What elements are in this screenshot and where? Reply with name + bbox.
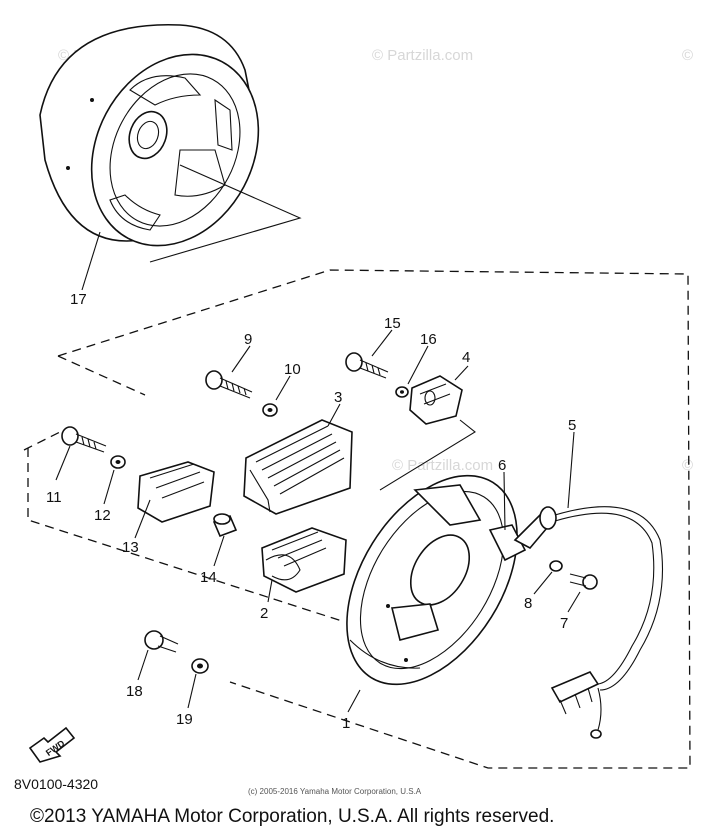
leader-line [371,329,393,357]
callout-3: 3 [334,389,342,406]
assembly-outline [27,269,691,769]
leader-line [407,345,429,385]
washer-12-hole [115,460,121,464]
parts-diagram: © Partzilla.com © Partzilla.com © Partzi… [23,23,693,769]
washer-19-hole [197,663,203,669]
stator-base-plate [346,474,518,686]
leader-line [454,365,469,381]
leader-line [567,431,575,509]
callout-17: 17 [70,291,87,308]
washer-8 [549,560,563,572]
leader-line [187,673,197,709]
watermark: © [682,47,693,64]
callout-1: 1 [342,715,350,732]
watermark: © [682,457,693,474]
leader-line [267,579,273,603]
screw-7 [569,573,598,590]
leader-line [137,649,149,681]
washer-10-hole [267,408,273,412]
source-coil [243,419,353,515]
callout-11: 11 [46,489,62,506]
collar-14 [212,513,238,538]
lighting-coil [137,461,215,523]
flywheel-rotor [39,23,302,263]
leader-line [103,469,115,505]
leader-line [231,345,251,373]
small-copyright: (c) 2005-2016 Yamaha Motor Corporation, … [248,787,422,796]
leader-line [503,471,506,531]
part-code: 8V0100-4320 [14,776,99,792]
screw-15 [345,352,389,379]
callout-14: 14 [200,569,217,586]
charge-coil [261,527,347,593]
callout-4: 4 [462,349,470,366]
pulser-coil [379,375,476,491]
screw-11 [61,426,107,453]
leader-line [347,689,361,713]
leader-line [213,535,225,567]
leader-line [327,403,341,427]
callout-2: 2 [260,605,268,622]
leader-line [533,571,553,595]
leader-line [275,375,291,401]
watermark: © Partzilla.com [372,47,473,64]
callout-12: 12 [94,507,111,524]
leader-line [81,231,101,291]
washer-16-hole [400,390,404,394]
callout-15: 15 [384,315,401,332]
assembly-outline [23,355,146,451]
fwd-arrow-icon: FWD [28,726,76,763]
callout-8: 8 [524,595,532,612]
callout-9: 9 [244,331,252,348]
copyright-notice: ©2013 YAMAHA Motor Corporation, U.S.A. A… [30,806,555,827]
leader-line [55,445,71,481]
callout-5: 5 [568,417,576,434]
callout-10: 10 [284,361,301,378]
callout-6: 6 [498,457,506,474]
callout-18: 18 [126,683,143,700]
screw-18 [144,630,179,653]
callout-7: 7 [560,615,568,632]
leader-line [134,499,151,539]
pickup-coil-and-lead [488,506,664,739]
callout-13: 13 [122,539,139,556]
watermark: © Partzilla.com [392,457,493,474]
leader-line [567,591,581,613]
screw-9 [205,370,253,399]
callout-19: 19 [176,711,193,728]
callout-16: 16 [420,331,437,348]
